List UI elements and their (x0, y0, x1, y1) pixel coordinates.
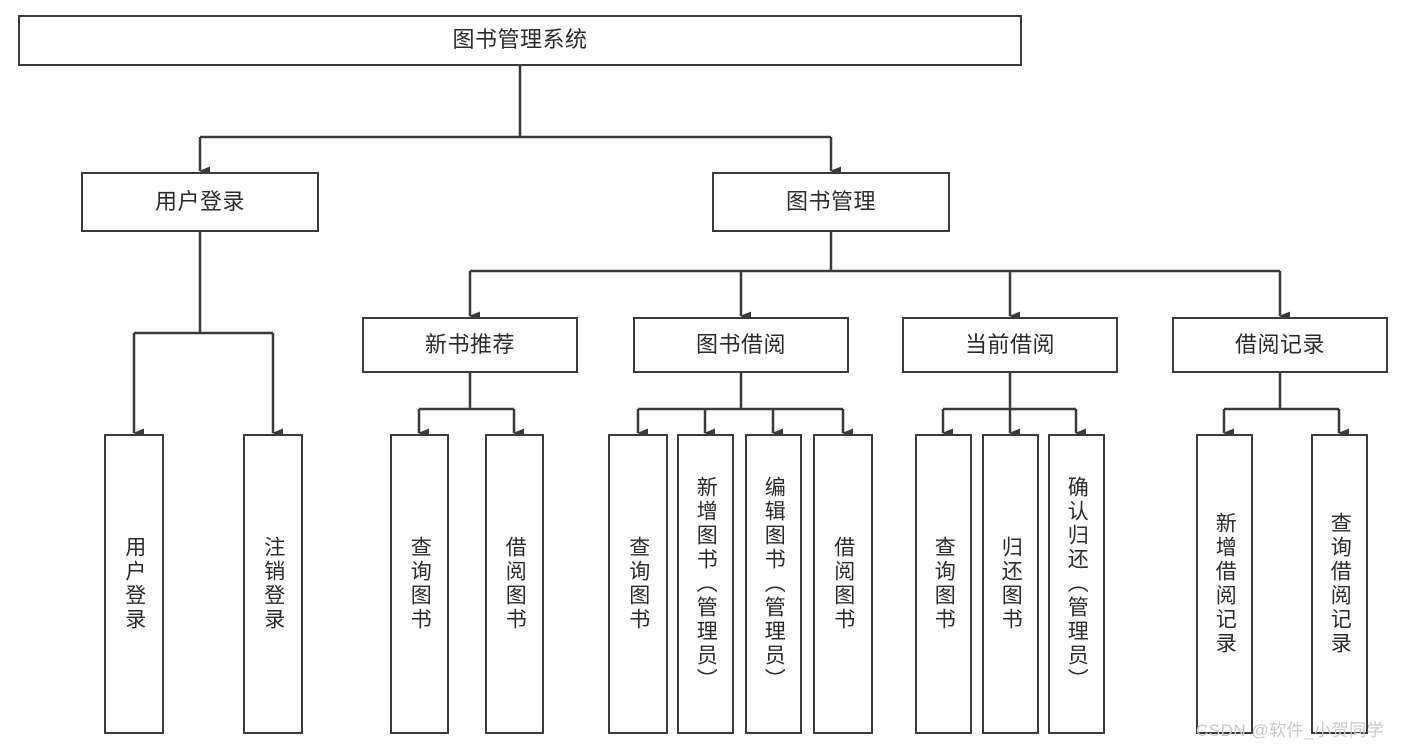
node-label: 图书借阅 (695, 331, 786, 357)
node-label: 借阅图书 (831, 536, 855, 632)
node-leaf-borrow-book-1[interactable]: 借阅图书 (485, 434, 544, 734)
node-root[interactable]: 图书管理系统 (18, 15, 1022, 66)
node-label: 编辑图书（管理员） (762, 476, 786, 692)
node-label: 借阅图书 (503, 536, 527, 632)
node-label: 借阅记录 (1234, 331, 1325, 357)
node-book-mgmt[interactable]: 图书管理 (712, 172, 950, 232)
node-label: 查询图书 (408, 536, 432, 632)
node-label: 新增图书（管理员） (694, 476, 718, 692)
node-borrow-record[interactable]: 借阅记录 (1172, 317, 1388, 373)
node-leaf-add-record[interactable]: 新增借阅记录 (1196, 434, 1253, 734)
node-current-borrow[interactable]: 当前借阅 (902, 317, 1118, 373)
node-leaf-query-record[interactable]: 查询借阅记录 (1311, 434, 1368, 734)
node-label: 新书推荐 (424, 331, 515, 357)
node-label: 用户登录 (122, 536, 146, 632)
node-leaf-confirm-return[interactable]: 确认归还（管理员） (1048, 434, 1105, 734)
node-new-book-rec[interactable]: 新书推荐 (362, 317, 578, 373)
node-label: 归还图书 (999, 536, 1023, 632)
node-label: 查询借阅记录 (1328, 512, 1352, 656)
node-label: 注销登录 (261, 536, 285, 632)
node-leaf-return-book[interactable]: 归还图书 (982, 434, 1039, 734)
node-label: 用户登录 (154, 188, 245, 214)
node-label: 当前借阅 (964, 331, 1055, 357)
node-label: 新增借阅记录 (1213, 512, 1237, 656)
node-user-login[interactable]: 用户登录 (81, 172, 319, 232)
node-book-borrow[interactable]: 图书借阅 (633, 317, 849, 373)
node-label: 图书管理 (785, 188, 876, 214)
node-leaf-user-login[interactable]: 用户登录 (104, 434, 164, 734)
connector-group (132, 66, 1349, 438)
node-leaf-edit-book[interactable]: 编辑图书（管理员） (745, 434, 802, 734)
node-leaf-query-book-2[interactable]: 查询图书 (608, 434, 668, 734)
node-leaf-user-logout[interactable]: 注销登录 (243, 434, 303, 734)
node-leaf-borrow-book-2[interactable]: 借阅图书 (813, 434, 873, 734)
node-label: 图书管理系统 (452, 27, 588, 53)
node-label: 查询图书 (626, 536, 650, 632)
node-leaf-query-book-1[interactable]: 查询图书 (390, 434, 449, 734)
node-label: 确认归还（管理员） (1065, 476, 1089, 692)
node-leaf-query-book-3[interactable]: 查询图书 (915, 434, 972, 734)
node-label: 查询图书 (932, 536, 956, 632)
node-leaf-add-book[interactable]: 新增图书（管理员） (677, 434, 734, 734)
